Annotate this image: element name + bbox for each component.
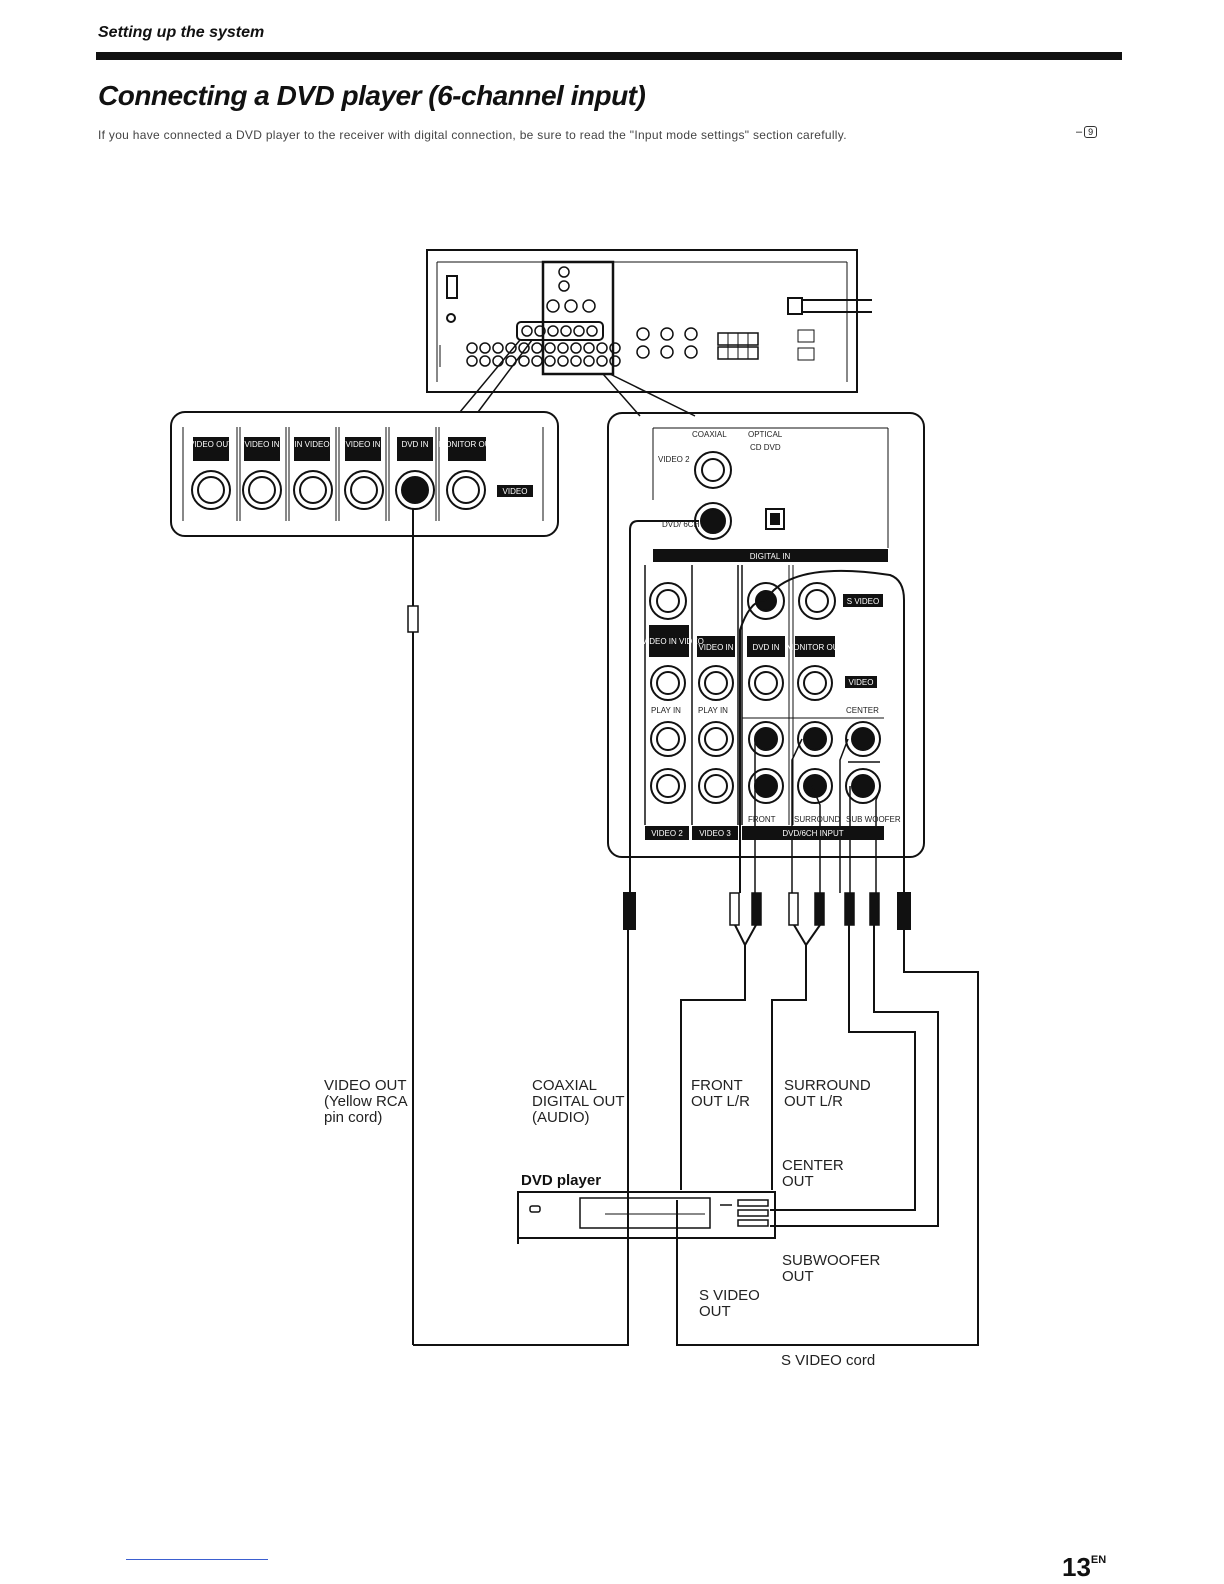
intro-text: If you have connected a DVD player to th… [98,128,847,142]
right-jack-panel [607,412,925,858]
receiver-highlight-box [541,260,615,376]
subwoofer-label: SUB WOOFER [846,815,901,824]
right-video-tag: VIDEO [849,678,874,687]
video2-bar: VIDEO 2 [651,829,683,838]
video-in-tag: VIDEO IN [698,643,733,652]
left-jack-panel [170,411,559,537]
left-video-tag: VIDEO [503,487,528,496]
monitor-out-tag: MONITOR OUT [787,643,844,652]
dvd6ch-digital-label: DVD/ 6CH [662,520,700,529]
left-tag-3: IN VIDEO [294,440,329,449]
center-label: CENTER [846,706,879,715]
dvd-player-label: DVD player [521,1172,602,1189]
left-tag-5: DVD IN [401,440,428,449]
left-panel-tags [193,437,533,497]
front-label: FRONT [748,815,776,824]
s-video-cord-label: S VIDEO cord [781,1352,876,1369]
section-header: Setting up the system [98,24,265,41]
coaxial-label: COAXIAL [692,430,727,439]
page-reference-icon: 9 [1084,126,1098,138]
receiver-rear-panel [426,249,858,393]
page-reference: –9 [1076,126,1098,138]
digital-in-bar: DIGITAL IN [750,552,791,561]
play-in-label-2: PLAY IN [698,706,728,715]
s-video-in-tag: S VIDEO IN VIDEO [634,637,704,646]
left-tag-4: VIDEO IN [345,440,380,449]
left-tag-1: VIDEO OUT [189,440,233,449]
video3-bar: VIDEO 3 [699,829,731,838]
surround-label: SURROUND [794,815,840,824]
page-number: 13EN [1062,1552,1107,1582]
video2-digital-label: VIDEO 2 [658,455,690,464]
footer-line [126,1559,268,1560]
left-tag-6: MONITOR OUT [439,440,496,449]
s-video-tag: S VIDEO [847,597,879,606]
left-tag-2: VIDEO IN [244,440,279,449]
dvd-in-tag: DVD IN [752,643,779,652]
cd-dvd-label: CD DVD [750,443,781,452]
optical-label: OPTICAL [748,430,783,439]
play-in-label-1: PLAY IN [651,706,681,715]
dvd6ch-bar: DVD/6CH INPUT [782,829,843,838]
dvd-player-body [517,1191,776,1239]
header-rule [96,52,1122,60]
page-title: Connecting a DVD player (6-channel input… [98,80,646,111]
